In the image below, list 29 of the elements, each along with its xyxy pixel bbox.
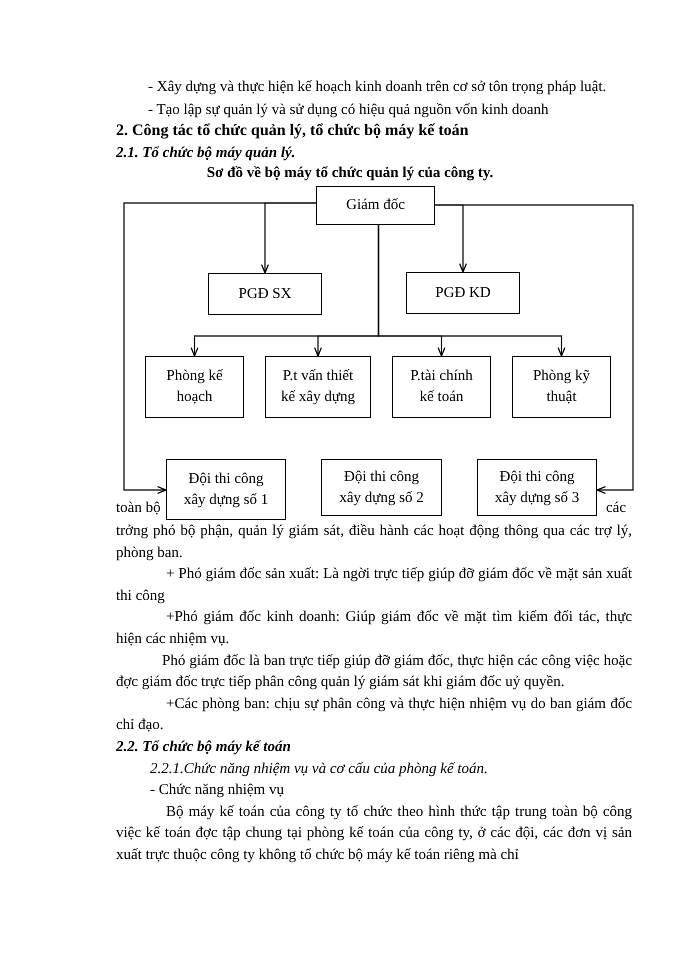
org-box: Giám đốc [316, 186, 435, 225]
org-box: PGĐ KD [406, 272, 520, 314]
org-box: Phòng kỹ thuật [512, 356, 611, 418]
org-box: P.t vấn thiết kế xây dựng [265, 356, 371, 418]
chart-title: Sơ đồ về bộ máy tổ chức quản lý của công ty. [206, 165, 494, 182]
org-box: P.tài chính kế toán [392, 356, 491, 418]
paragraph: Phó giám đốc là ban trực tiếp giúp đỡ giám đốc, thực hiện các công việc hoặc đợc giám đốc trực tiếp phân công quản lý giám sát khi giám đốc uỷ quyền. [116, 652, 632, 692]
section-heading: 2.1. Tổ chức bộ máy quản lý. [116, 145, 296, 162]
org-box: Phòng kế hoạch [145, 356, 244, 418]
paragraph: - Xây dựng và thực hiện kế hoạch kinh doanh trên cơ sở tôn trọng pháp luật. [148, 79, 606, 96]
paragraph: + Phó giám đốc sản xuất: Là ngời trực tiếp giúp đỡ giám đốc về mặt sản xuất thi công [116, 565, 632, 606]
paragraph: - Chức năng nhiệm vụ [149, 781, 285, 800]
paragraph: các [606, 500, 626, 517]
section-heading: 2.2.1.Chức năng nhiệm vụ và cơ cấu của phòng kế toán. [149, 760, 489, 779]
paragraph: Bộ máy kế toán của công ty tổ chức theo hình thức tập trung toàn bộ công việc kế toán đợc tập chung tại phòng kế toán của công ty, ở các đội, các đơn vị sản xuất trực thuộc công ty không tổ chức bộ máy kế toán riêng mà chỉ [116, 802, 632, 865]
org-box: Đội thi công xây dựng số 3 [477, 459, 597, 516]
paragraph: +Phó giám đốc kinh doanh: Giúp giám đốc về mặt tìm kiếm đối tác, thực hiện các nhiệm vụ. [116, 608, 632, 649]
arrow [435, 204, 634, 494]
arrow [123, 202, 316, 494]
paragraph: toàn bộ [116, 500, 161, 517]
paragraph: +Các phòng ban: chịu sự phân công và thực hiện nhiệm vụ do ban giám đốc chỉ đạo. [116, 694, 632, 736]
org-box: Đội thi công xây dựng số 1 [166, 459, 286, 520]
org-box: Đội thi công xây dựng số 2 [321, 459, 442, 516]
org-box: PGĐ SX [208, 273, 322, 315]
paragraph: trởng phó bộ phận, quản lý giám sát, điều hành các hoạt động thông qua các trợ lý, phòng ban. [116, 522, 632, 563]
arrow [378, 225, 566, 357]
section-heading: 2.2. Tổ chức bộ máy kế toán [116, 738, 292, 757]
paragraph: - Tạo lập sự quản lý và sử dụng có hiệu quả nguồn vốn kinh doanh [148, 102, 549, 119]
section-heading: 2. Công tác tổ chức quản lý, tổ chức bộ máy kế toán [116, 122, 469, 140]
